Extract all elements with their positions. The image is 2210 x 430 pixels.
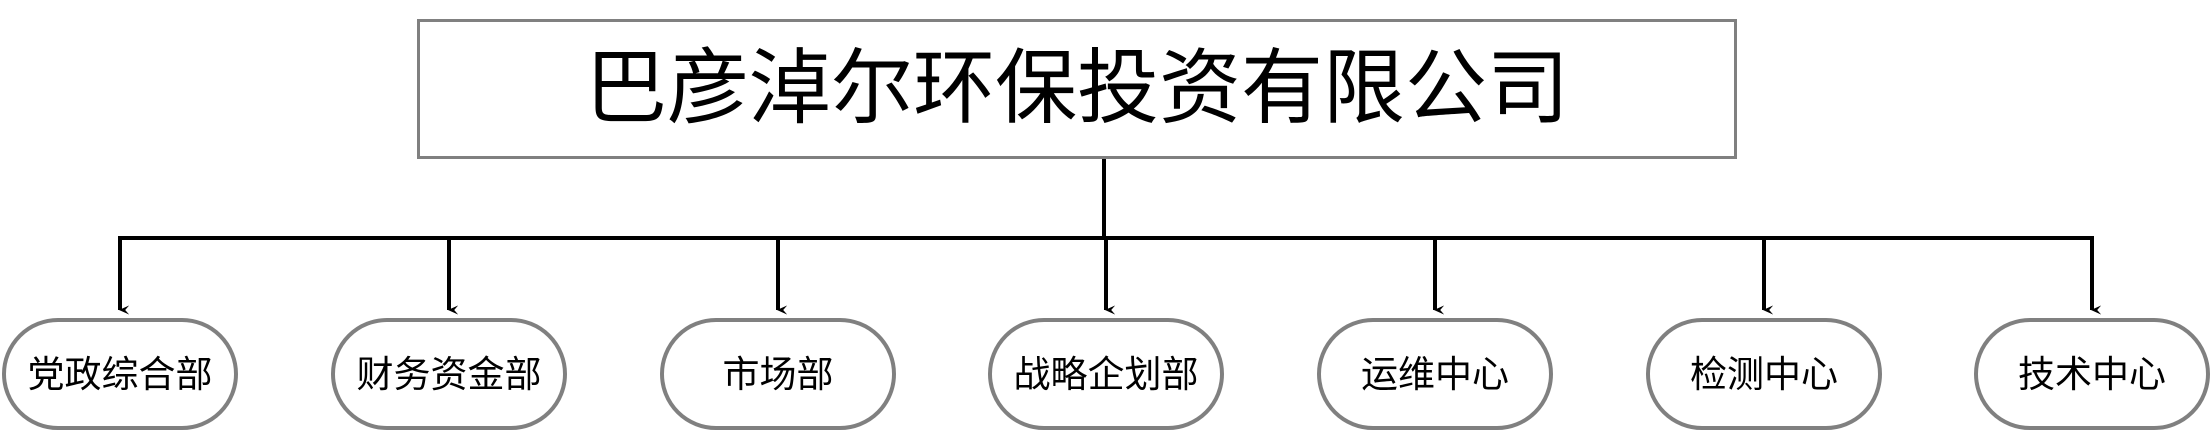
dept-node-3[interactable]: 市场部	[660, 318, 896, 430]
dept-node-label-1: 党政综合部	[27, 352, 213, 396]
dept-node-label-5: 运维中心	[1361, 352, 1509, 396]
dept-node-label-3: 市场部	[722, 352, 834, 396]
dept-node-7[interactable]: 技术中心	[1974, 318, 2210, 430]
dept-node-2[interactable]: 财务资金部	[331, 318, 567, 430]
dept-node-label-6: 检测中心	[1690, 352, 1838, 396]
dept-node-label-2: 财务资金部	[356, 352, 542, 396]
root-node-company[interactable]: 巴彦淖尔环保投资有限公司	[417, 19, 1737, 159]
dept-node-label-4: 战略企划部	[1013, 352, 1199, 396]
dept-node-label-7: 技术中心	[2018, 352, 2166, 396]
dept-node-4[interactable]: 战略企划部	[988, 318, 1224, 430]
dept-node-6[interactable]: 检测中心	[1646, 318, 1882, 430]
root-node-label: 巴彦淖尔环保投资有限公司	[584, 41, 1569, 136]
dept-node-1[interactable]: 党政综合部	[2, 318, 238, 430]
dept-node-5[interactable]: 运维中心	[1317, 318, 1553, 430]
